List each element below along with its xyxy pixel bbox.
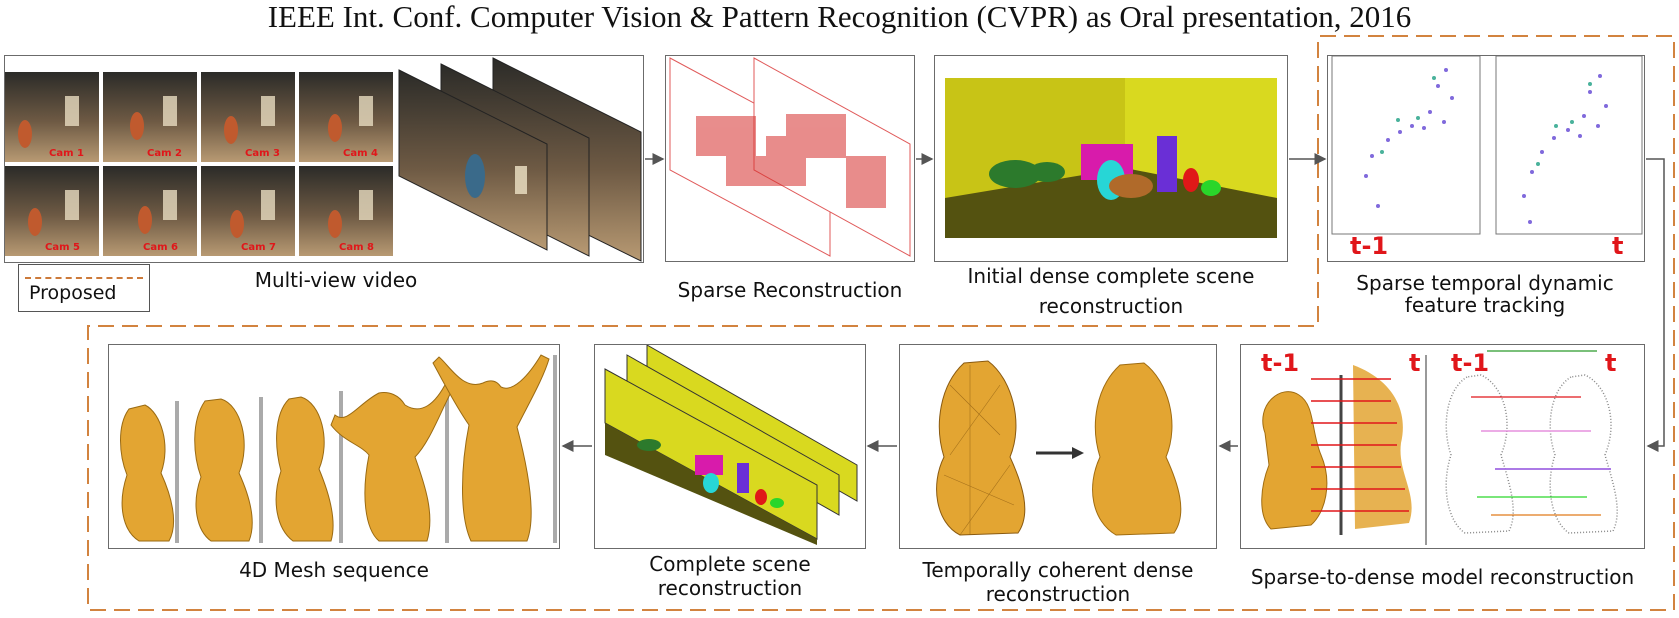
feature-tracking-panel: t-1 t (1327, 55, 1645, 262)
mesh-sequence-panel (108, 344, 560, 549)
sparse-reconstruction-panel (665, 55, 915, 262)
multi-view-video-image: Cam 1 Cam 2 Cam 3 Cam 4 Cam 5 Cam 6 Cam … (5, 57, 642, 262)
initial-dense-caption-line2: reconstruction (1038, 294, 1184, 318)
feature-tracking-caption-line1: Sparse temporal dynamic (1356, 271, 1614, 295)
cam-6-label: Cam 6 (143, 242, 178, 253)
tracking-label-prev: t-1 (1350, 232, 1388, 260)
s2d-label-curr-b: t (1605, 349, 1616, 377)
sparse-reconstruction-caption: Sparse Reconstruction (677, 278, 903, 302)
sparse-point-cloud (669, 57, 911, 257)
temporal-dense-caption-line2: reconstruction (985, 582, 1131, 606)
complete-scene-caption-line2: reconstruction (657, 576, 803, 600)
s2d-label-prev-a: t-1 (1261, 349, 1299, 377)
dense-scene-render (945, 78, 1277, 238)
tracking-label-curr: t (1612, 232, 1623, 260)
legend-dash-sample (25, 277, 143, 279)
scene-objects (989, 136, 1221, 200)
cam-5-label: Cam 5 (45, 242, 80, 253)
complete-scene-caption-line1: Complete scene (649, 552, 811, 576)
cam-1-label: Cam 1 (49, 148, 84, 159)
tracking-image: t-1 t (1331, 56, 1643, 260)
cam-7-label: Cam 7 (241, 242, 276, 253)
initial-dense-panel (934, 55, 1288, 262)
cam-3-label: Cam 3 (245, 148, 280, 159)
cam-8-label: Cam 8 (339, 242, 374, 253)
cam-2-label: Cam 2 (147, 148, 182, 159)
s2d-label-prev-b: t-1 (1451, 349, 1489, 377)
sparse-to-dense-panel: t-1 t t-1 t (1240, 344, 1645, 549)
sparse-to-dense-image: t-1 t t-1 t (1261, 349, 1618, 545)
arrow-tracking-to-s2d (1646, 158, 1665, 452)
mesh-sequence-image (120, 354, 557, 543)
legend-label: Proposed (29, 282, 117, 304)
sparse-to-dense-caption: Sparse-to-dense model reconstruction (1250, 565, 1635, 589)
complete-scene-image (604, 345, 858, 545)
video-frame-stack (398, 57, 642, 262)
page-title: IEEE Int. Conf. Computer Vision & Patter… (267, 0, 1412, 34)
mesh-sequence-caption: 4D Mesh sequence (239, 558, 429, 582)
complete-scene-panel (594, 344, 866, 549)
cam-4-label: Cam 4 (343, 148, 378, 159)
s2d-label-curr-a: t (1409, 349, 1420, 377)
multi-view-video-caption: Multi-view video (254, 268, 418, 292)
temporal-dense-panel (899, 344, 1217, 549)
temporal-dense-image (936, 360, 1182, 536)
camera-grid (5, 72, 393, 256)
temporal-dense-caption-line1: Temporally coherent dense (922, 558, 1194, 582)
feature-tracking-caption-line2: feature tracking (1404, 293, 1566, 317)
initial-dense-caption-line1: Initial dense complete scene (967, 264, 1255, 288)
multi-view-video-panel: Cam 1 Cam 2 Cam 3 Cam 4 Cam 5 Cam 6 Cam … (4, 55, 644, 263)
legend: Proposed (18, 264, 150, 312)
